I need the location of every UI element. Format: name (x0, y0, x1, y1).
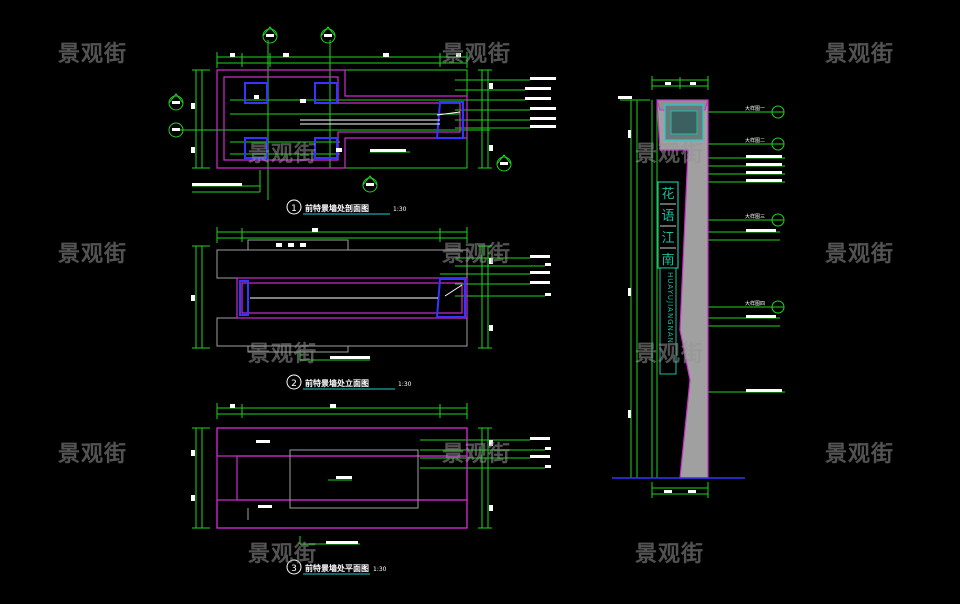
sign-char-1: 花 (661, 186, 674, 202)
drawing-1-number-circle (286, 199, 302, 215)
drawing-3-title: 前特景墙处平面图 (305, 563, 369, 573)
watermark: 景观街 (635, 542, 705, 567)
callout-label-2: 大样图二 (745, 137, 765, 144)
watermark: 景观街 (248, 542, 318, 567)
drawing-1-title: 前特景墙处剖面图 (305, 203, 369, 213)
drawing-1-section: 1 前特景墙处剖面图 1:30 (168, 26, 556, 215)
drawing-3-scale: 1:30 (373, 566, 387, 573)
drawing-2-number: 2 (291, 379, 297, 389)
sign-char-4: 南 (661, 252, 674, 268)
watermark: 景观街 (58, 42, 128, 67)
watermark: 景观街 (825, 242, 895, 267)
drawing-1-number: 1 (291, 204, 297, 214)
watermark: 景观街 (58, 442, 128, 467)
callout-label-1: 大样图一 (745, 105, 765, 112)
watermark: 景观街 (635, 142, 705, 167)
watermark: 景观街 (58, 242, 128, 267)
drawing-2-number-circle (286, 374, 302, 390)
sign-char-2: 语 (661, 209, 674, 224)
drawing-1-scale: 1:30 (393, 206, 407, 213)
drawing-3-number: 3 (291, 564, 297, 574)
sign-char-3: 江 (661, 231, 674, 246)
drawing-3-number-circle (286, 559, 302, 575)
drawing-2-elevation: 2 前特景墙处立面图 1:30 (191, 227, 551, 390)
watermark: 景观街 (442, 442, 512, 467)
drawing-2-scale: 1:30 (398, 381, 412, 388)
sign-pinyin: HUAYUJIANGNAN (666, 272, 674, 344)
watermark: 景观街 (635, 342, 705, 367)
watermark: 景观街 (248, 142, 318, 167)
callout-label-4: 大样图四 (745, 300, 765, 307)
watermark: 景观街 (442, 42, 512, 67)
watermark: 景观街 (825, 442, 895, 467)
sign-pole-elevation: 大样图一 大样图二 大样图三 大样图四 花 语 江 南 HUAYUJIANGNA… (612, 76, 785, 498)
watermark: 景观街 (248, 342, 318, 367)
drawing-2-title: 前特景墙处立面图 (305, 378, 369, 388)
watermark: 景观街 (825, 42, 895, 67)
drawing-3-plan: 3 前特景墙处平面图 1:30 (191, 403, 551, 575)
watermark: 景观街 (442, 242, 512, 267)
callout-label-3: 大样图三 (745, 213, 765, 220)
